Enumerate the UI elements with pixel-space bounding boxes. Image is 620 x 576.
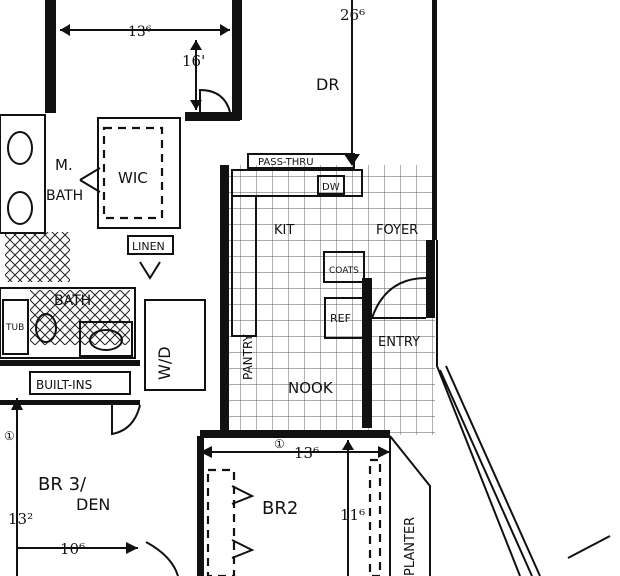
label-refrigerator: REF <box>330 312 351 325</box>
bath-outline <box>0 287 136 359</box>
dim-marker: ① <box>274 437 285 451</box>
linen-closet <box>127 235 174 255</box>
dim-top-width: 13⁶ <box>128 24 152 40</box>
wic-shelving <box>102 126 164 220</box>
room-label-foyer: FOYER <box>376 223 418 238</box>
toilet-icon <box>35 313 57 343</box>
br2-window <box>368 458 382 576</box>
bath-tile-floor-2 <box>5 232 70 282</box>
room-label-bath: BATH <box>54 293 91 309</box>
sink-icon <box>89 329 123 351</box>
left-counter <box>231 195 257 337</box>
closet-door-marks <box>231 485 255 559</box>
wic-outline <box>97 117 181 229</box>
label-pass-thru: PASS-THRU <box>258 157 314 168</box>
vanity-counter <box>79 321 133 357</box>
planter-outline <box>389 435 431 576</box>
room-label-bedroom2: BR2 <box>262 498 298 519</box>
wall-ref-right <box>362 278 372 428</box>
label-dishwasher: DW <box>322 182 340 193</box>
exterior-wall-diagonal <box>436 240 541 576</box>
exterior-wall-right <box>432 0 437 240</box>
dimension-arrow <box>126 542 138 554</box>
room-label-master-bath-1: M. <box>55 156 73 174</box>
room-label-builtins: BUILT-INS <box>36 378 92 392</box>
wall-bath-bottom <box>0 360 140 366</box>
master-wall-left <box>45 0 56 113</box>
kitchen-wall-bottom <box>200 430 390 438</box>
room-label-master-bath-2: BATH <box>46 188 83 204</box>
sink-icon <box>7 191 33 225</box>
wall-entry-top <box>426 240 435 318</box>
br3-door-swing-lower <box>145 541 179 576</box>
master-wall-bottom <box>185 112 240 121</box>
room-label-wic: WIC <box>118 169 148 187</box>
room-label-washer-dryer: W/D <box>155 346 174 380</box>
sink-icon <box>7 131 33 165</box>
dim-br2-depth: 11⁶ <box>340 506 365 524</box>
door-swing <box>139 261 161 280</box>
dishwasher <box>317 175 345 195</box>
dim-br3-depth: 13² <box>8 510 33 528</box>
label-planter: PLANTER <box>403 517 418 576</box>
dim-dr-depth: 26⁶ <box>340 6 365 24</box>
laundry-outline <box>144 299 206 391</box>
dim-br2-width: 13⁶ <box>294 444 319 462</box>
door-swing <box>79 167 101 193</box>
coats-closet <box>323 251 365 283</box>
room-label-linen: LINEN <box>132 240 165 253</box>
exterior-wall-corner <box>567 535 611 559</box>
wall-hall-bottom <box>0 400 140 405</box>
room-label-entry: ENTRY <box>378 335 420 350</box>
upper-counter <box>231 169 363 197</box>
dimension-arrow <box>342 440 354 450</box>
br3-door-swing <box>111 404 141 436</box>
room-label-dining: DR <box>316 75 339 94</box>
br2-closet <box>206 468 236 576</box>
dim-br3-width: 10⁶ <box>60 540 85 558</box>
master-bath-outline <box>0 114 46 234</box>
room-label-den: DEN <box>76 495 110 514</box>
master-door-swing <box>199 88 231 113</box>
dim-top-depth: 16' <box>182 52 205 70</box>
label-coats: COATS <box>329 266 359 276</box>
dimension-arrow <box>344 154 360 166</box>
builtins-cabinet <box>29 371 131 395</box>
tub-icon <box>2 299 29 355</box>
entry-door-swing <box>371 277 427 319</box>
room-label-pantry: PANTRY <box>241 333 255 380</box>
br2-wall-left <box>197 436 204 576</box>
room-label-tub: TUB <box>5 323 24 333</box>
room-label-kitchen: KIT <box>274 223 294 238</box>
room-label-bedroom3: BR 3/ <box>38 474 87 495</box>
dim-marker: ① <box>4 429 15 443</box>
pass-thru-counter <box>247 153 355 169</box>
kitchen-wall-left <box>220 165 229 430</box>
room-label-nook: NOOK <box>288 379 334 397</box>
dimension-arrow <box>11 398 23 410</box>
master-wall-right <box>232 0 242 120</box>
